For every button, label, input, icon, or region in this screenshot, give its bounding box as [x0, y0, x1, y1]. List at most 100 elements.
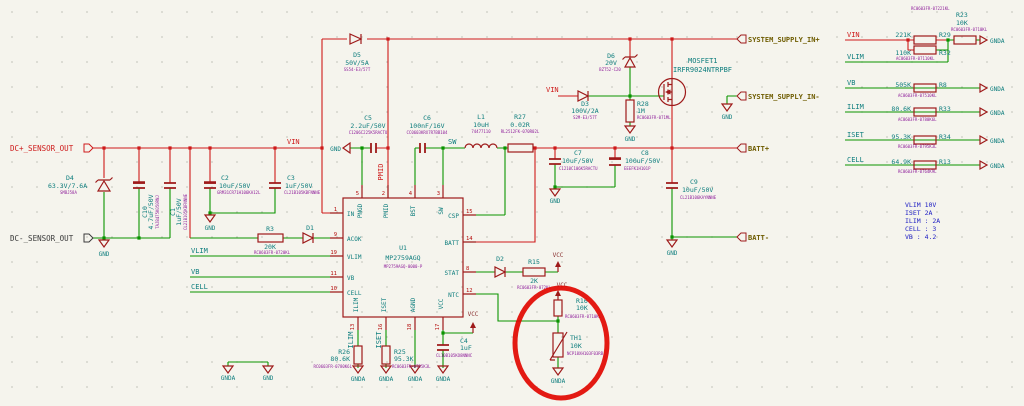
- net-iset-right[interactable]: ISET: [847, 131, 865, 139]
- c5-value[interactable]: 2.2uF/50V: [350, 122, 385, 130]
- label-dc-minus-sensor-out[interactable]: DC-_SENSOR_OUT: [10, 234, 74, 243]
- u1-pin12-num[interactable]: 12: [466, 288, 473, 294]
- c9-ref[interactable]: C9: [690, 178, 698, 186]
- d3-ref[interactable]: D3: [581, 100, 589, 108]
- net-vlim-left[interactable]: VLIM: [191, 247, 208, 255]
- vcc-text-stat[interactable]: VCC: [553, 252, 564, 259]
- d1-ref[interactable]: D1: [306, 224, 314, 232]
- c2-value[interactable]: 10uF/50V: [219, 182, 250, 190]
- d5-part[interactable]: SS54-E3/57T: [344, 67, 371, 72]
- r25-value[interactable]: 95.3K: [394, 355, 414, 363]
- th1-ref[interactable]: TH1: [570, 334, 582, 342]
- u1-pin14-num[interactable]: 14: [466, 236, 473, 242]
- label-dc-plus-sensor-out[interactable]: DC+_SENSOR_OUT: [10, 144, 74, 153]
- l1-ref[interactable]: L1: [477, 113, 485, 121]
- u1-pin4-num[interactable]: 4: [409, 191, 413, 197]
- u1-pin-vb[interactable]: VB: [347, 275, 355, 282]
- r29-part[interactable]: RC0603FR-07221KL: [911, 6, 950, 11]
- r15-ref[interactable]: R15: [528, 258, 540, 266]
- r32-ref[interactable]: R32: [939, 49, 951, 57]
- u1-pin5-num[interactable]: 5: [356, 191, 359, 197]
- u1-pin-bst[interactable]: BST: [410, 205, 417, 216]
- u1-pin-in[interactable]: IN: [347, 211, 355, 218]
- c4-value[interactable]: 1uF: [460, 344, 472, 352]
- u1-pin17-num[interactable]: 17: [435, 324, 441, 331]
- th1-symbol[interactable]: [549, 331, 568, 361]
- r27-part[interactable]: RL2512FK-070R02L: [501, 129, 540, 134]
- gnd-text-tie[interactable]: GND: [263, 375, 274, 382]
- c3-ref[interactable]: C3: [287, 174, 295, 182]
- u1-pin3-num[interactable]: 3: [437, 191, 440, 197]
- c5-ref[interactable]: C5: [364, 114, 372, 122]
- net-cell-right[interactable]: CELL: [847, 156, 864, 164]
- r29-value[interactable]: 221K: [895, 31, 911, 39]
- net-vb-right[interactable]: VB: [847, 79, 855, 87]
- c1-ref[interactable]: C1: [169, 208, 177, 216]
- r13-ref[interactable]: R13: [939, 158, 951, 166]
- net-sw[interactable]: SW: [448, 138, 457, 146]
- r32-value[interactable]: 110K: [895, 49, 911, 57]
- d6-part[interactable]: BZT52-C20: [599, 67, 621, 72]
- r27-ref[interactable]: R27: [514, 113, 526, 121]
- u1-pin2-num[interactable]: 2: [382, 191, 385, 197]
- d5-ref[interactable]: D5: [353, 51, 361, 59]
- u1-pin-ntc[interactable]: NTC: [448, 292, 459, 299]
- gnda-text-row-cell[interactable]: GNDA: [990, 163, 1005, 170]
- l1-part[interactable]: 74477110: [471, 129, 491, 134]
- gnda-text-r26[interactable]: GNDA: [351, 376, 366, 383]
- r33-ref[interactable]: R33: [939, 105, 951, 113]
- r23-ref[interactable]: R23: [956, 11, 968, 19]
- th1-part[interactable]: NCP18XH103F03RB: [567, 351, 604, 356]
- u1-pin11-num[interactable]: 11: [330, 271, 337, 277]
- r16-value[interactable]: 10K: [576, 304, 588, 312]
- c8-part[interactable]: EEEFK1H101P: [624, 166, 651, 171]
- r23-value[interactable]: 10K: [956, 19, 968, 27]
- u1-pin-pngd[interactable]: PNGD: [357, 203, 364, 218]
- u1-pin-sw[interactable]: SW: [438, 207, 445, 215]
- d3-part[interactable]: S2M-E3/57T: [573, 115, 598, 120]
- r32-part[interactable]: AC0603FR-07110KL: [896, 56, 935, 61]
- d4-ref[interactable]: D4: [66, 174, 74, 182]
- net-pmid[interactable]: PMID: [377, 164, 385, 181]
- c8-ref[interactable]: C8: [641, 149, 649, 157]
- r15-part[interactable]: RC0603FR-072KL: [517, 285, 551, 290]
- d4-value[interactable]: 63.3V/7.6A: [48, 182, 87, 190]
- c3-value[interactable]: 1uF/50V: [285, 182, 312, 190]
- r3-value[interactable]: 20K: [264, 243, 276, 251]
- r27-value[interactable]: 0.02R: [510, 121, 530, 129]
- c7-ref[interactable]: C7: [574, 149, 582, 157]
- u1-pin9-num[interactable]: 9: [334, 232, 337, 238]
- hlabel-glyph-system-plus[interactable]: [736, 34, 747, 44]
- r3-ref[interactable]: R3: [266, 225, 274, 233]
- net-vin-left[interactable]: VIN: [287, 138, 300, 146]
- c6-ref[interactable]: C6: [423, 114, 431, 122]
- r33-part[interactable]: AC0603FR-0780K6L: [898, 117, 937, 122]
- hlabel-glyph-batt-plus[interactable]: [736, 143, 747, 153]
- note-vlim[interactable]: VLIM 10V: [905, 201, 936, 209]
- r23-part[interactable]: RC0603FR-0710KL: [951, 27, 988, 32]
- u1-part[interactable]: MP2759AGQ-0000-P: [384, 264, 423, 269]
- hlabel-glyph-system-minus[interactable]: [736, 91, 747, 101]
- u1-pin16-num[interactable]: 16: [378, 324, 384, 331]
- gnda-text-r25[interactable]: GNDA: [379, 376, 394, 383]
- gnd-text-c7[interactable]: GND: [550, 198, 561, 205]
- u1-pin19-num[interactable]: 19: [330, 250, 337, 256]
- u1-pin-csp[interactable]: CSP: [448, 213, 459, 220]
- net-vb-left[interactable]: VB: [191, 268, 199, 276]
- u1-pin15-num[interactable]: 15: [466, 209, 473, 215]
- r25-ref[interactable]: R25: [394, 348, 406, 356]
- hlabel-glyph-dc-plus[interactable]: [83, 143, 94, 153]
- l1-value[interactable]: 10uH: [473, 121, 489, 129]
- c5-part[interactable]: C1206C225K5RACTU: [349, 130, 388, 135]
- u1-value[interactable]: MP2759AGQ: [385, 254, 420, 262]
- gnda-text-row-vb[interactable]: GNDA: [990, 86, 1005, 93]
- gnda-text-c4[interactable]: GNDA: [436, 376, 451, 383]
- r34-value[interactable]: 95.3K: [891, 133, 911, 141]
- gnd-text-dc-minus[interactable]: GND: [99, 251, 110, 258]
- r8-ref[interactable]: R8: [939, 81, 947, 89]
- u1-pin-ilim[interactable]: ILIM: [353, 297, 360, 312]
- net-vin-right[interactable]: VIN: [847, 31, 860, 39]
- d6-value[interactable]: 20V: [605, 59, 617, 67]
- note-vb[interactable]: VB : 4.2: [905, 233, 936, 241]
